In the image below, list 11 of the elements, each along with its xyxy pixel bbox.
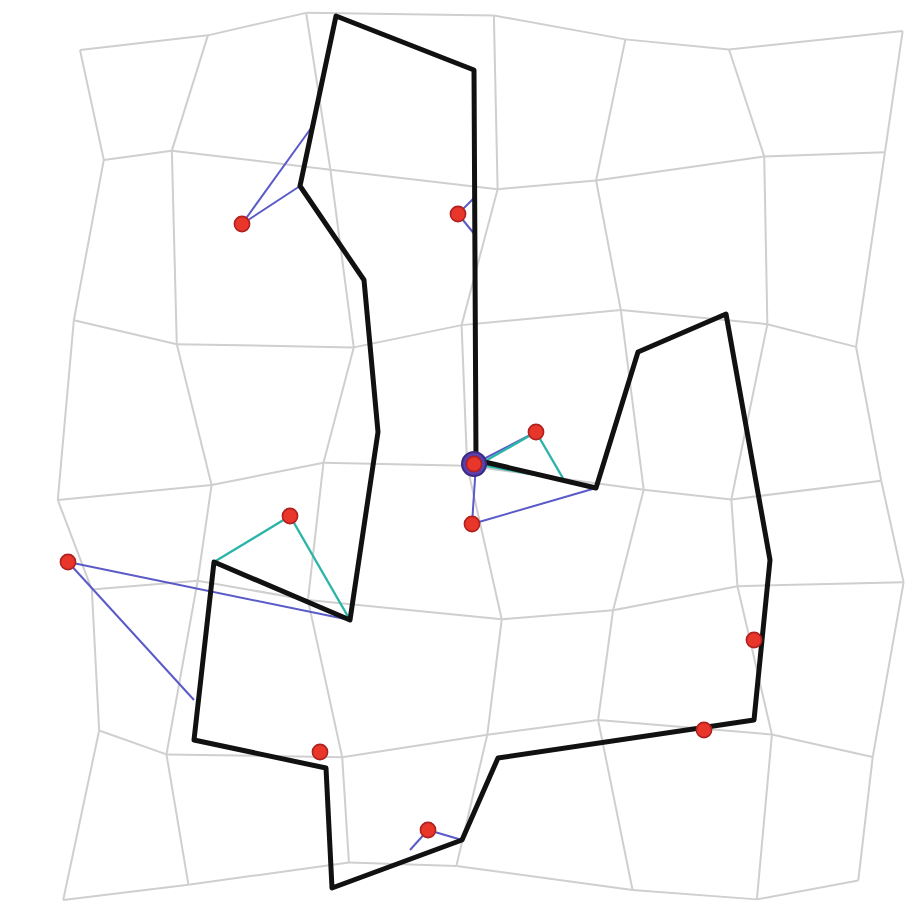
sample-point	[311, 743, 329, 761]
sample-point	[419, 821, 437, 839]
sample-point	[59, 553, 77, 571]
sample-point	[695, 721, 713, 739]
sample-point	[461, 451, 487, 477]
sample-point	[463, 515, 481, 533]
sample-point	[281, 507, 299, 525]
sample-point	[449, 205, 467, 223]
sample-point	[233, 215, 251, 233]
sample-point	[527, 423, 545, 441]
sample-point	[745, 631, 763, 649]
